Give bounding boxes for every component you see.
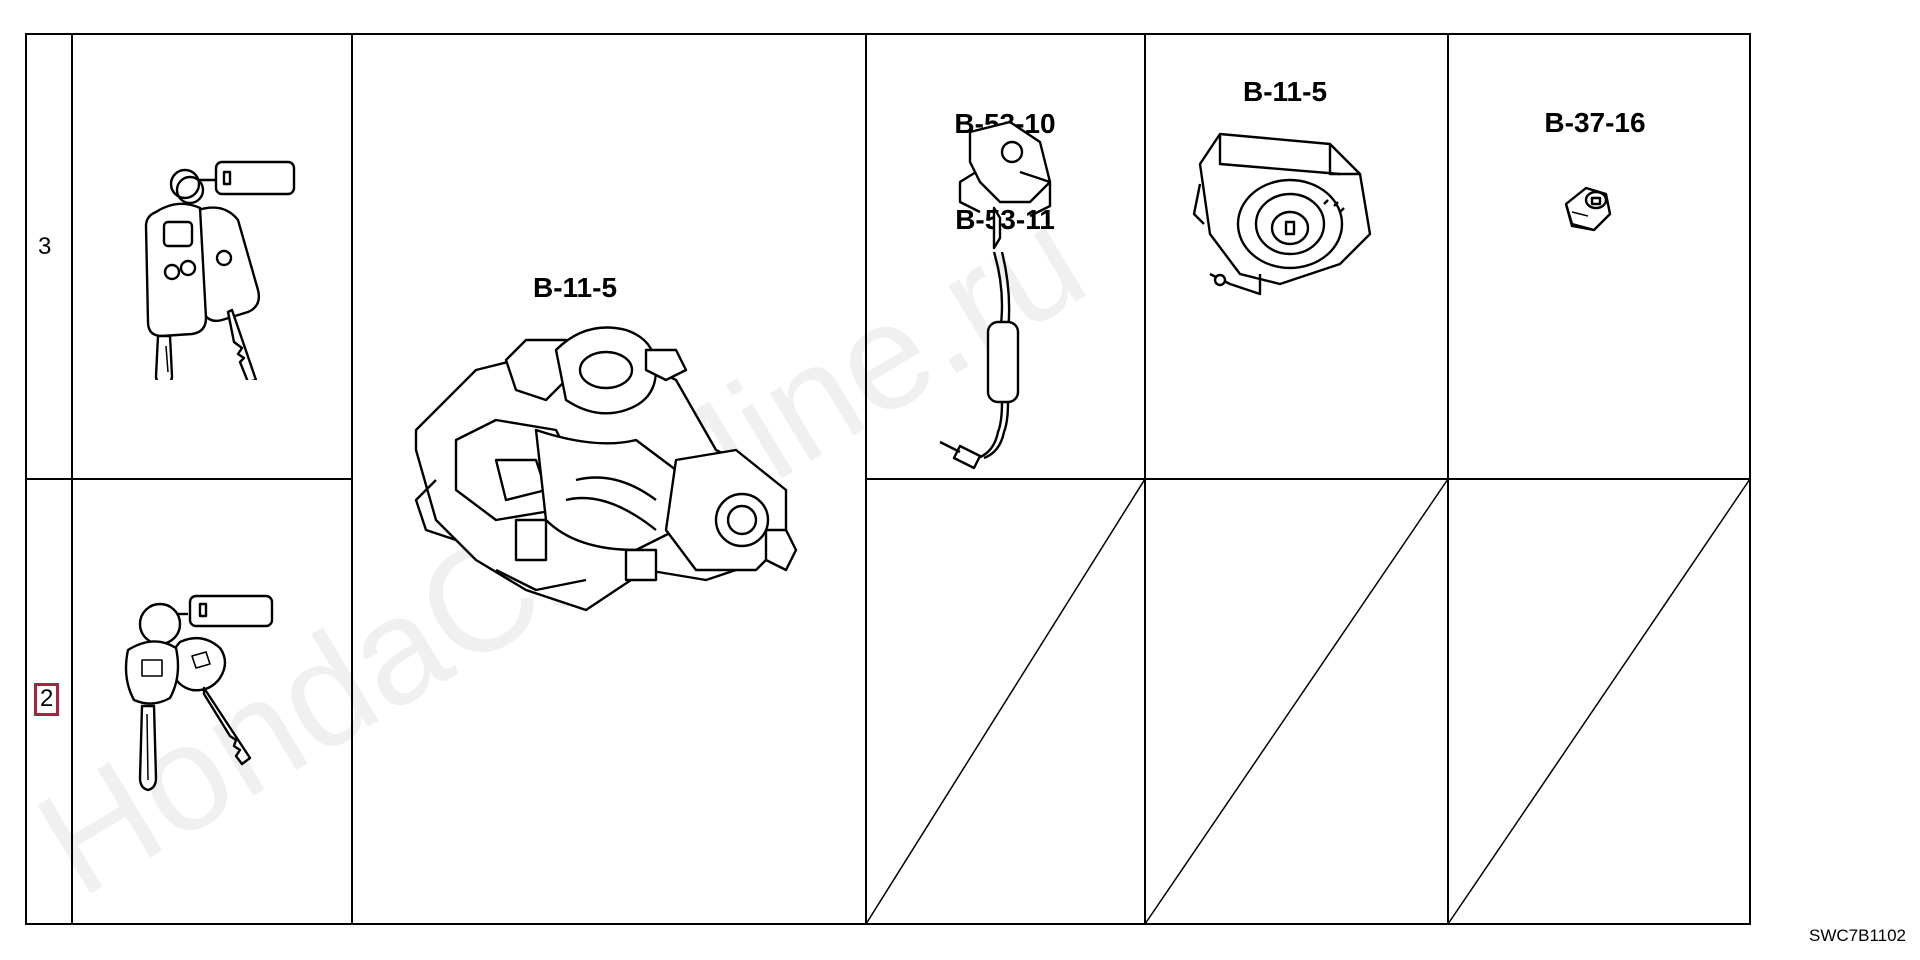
- key-cylinder-icon[interactable]: [1558, 180, 1616, 238]
- honda-key-set-icon[interactable]: [120, 590, 310, 800]
- code-ignition-assembly[interactable]: B-11-5: [532, 272, 618, 303]
- key-switch-harness-icon[interactable]: [920, 112, 1070, 472]
- remote-key-set-icon[interactable]: [120, 150, 310, 380]
- row-number-3: 3: [38, 233, 52, 260]
- code-steering-lock[interactable]: B-11-5: [1242, 76, 1328, 107]
- steering-lock-housing-icon[interactable]: [1190, 124, 1390, 304]
- code-cylinder[interactable]: B-37-16: [1544, 107, 1646, 138]
- figure-code: SWC7B1102: [1808, 926, 1906, 945]
- ignition-switch-assembly-icon[interactable]: [396, 320, 816, 620]
- row-number-2: 2: [34, 683, 60, 716]
- diagonal-blank-icon: [865, 478, 1751, 925]
